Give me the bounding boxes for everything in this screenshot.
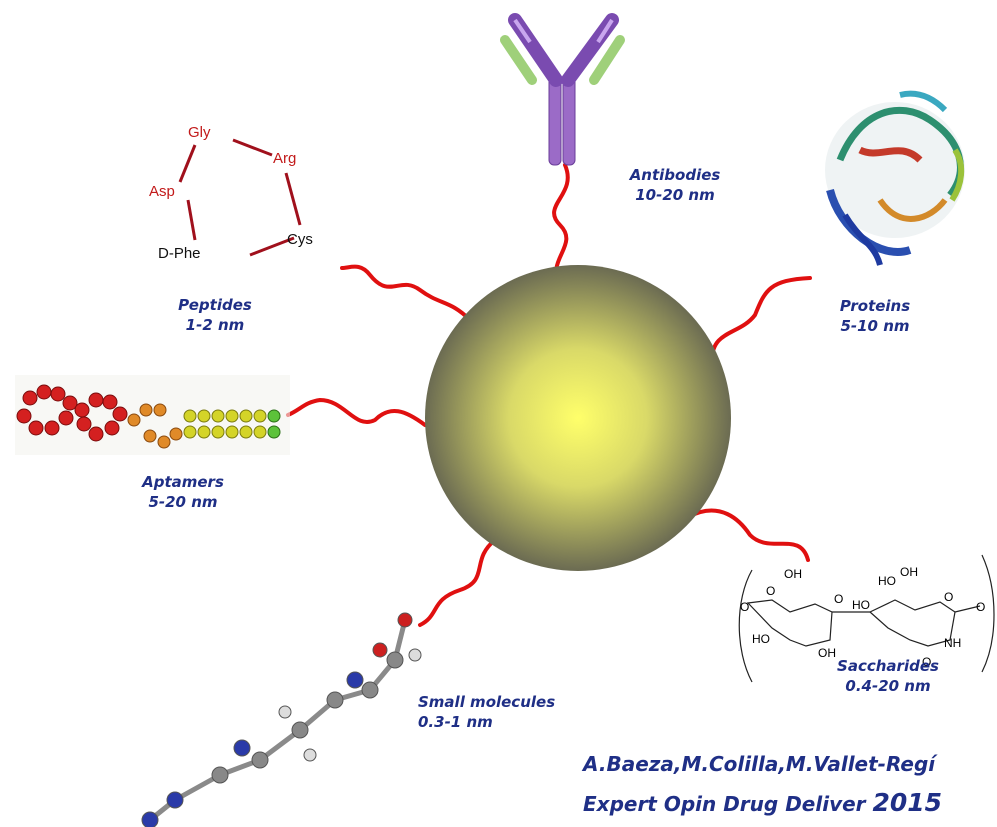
- linker-aptamers: [286, 397, 427, 427]
- antibody-icon: [500, 13, 625, 166]
- ligand-name: Small molecules: [418, 693, 556, 711]
- label-proteins: Proteins 5-10 nm: [820, 296, 930, 336]
- linker-saccharides: [686, 508, 810, 562]
- residue-arg: Arg: [273, 150, 297, 167]
- ligand-size: 0.4-20 nm: [845, 677, 931, 695]
- ligand-size: 10-20 nm: [635, 186, 715, 204]
- atom-label: NH: [944, 636, 962, 650]
- ligand-name: Saccharides: [837, 657, 939, 675]
- nanoparticle: [425, 265, 731, 571]
- small-molecule-icon: [141, 612, 422, 827]
- ligand-size: 5-20 nm: [148, 493, 218, 511]
- atom-label: HO: [878, 574, 896, 588]
- citation-authors: A.Baeza,M.Colilla,M.Vallet-Regí: [583, 752, 936, 776]
- residue-d-phe: D-Phe: [158, 245, 201, 262]
- label-antibodies: Antibodies 10-20 nm: [610, 165, 740, 205]
- linker-peptides: [340, 264, 472, 322]
- label-peptides: Peptides 1-2 nm: [160, 295, 270, 335]
- aptamer-icon: [15, 375, 290, 455]
- atom-label: HO: [752, 632, 770, 646]
- atom-label: O: [976, 600, 986, 614]
- atom-label: O: [834, 592, 844, 606]
- peptide-ring: [178, 138, 302, 257]
- ligand-name: Aptamers: [142, 473, 224, 491]
- citation-year: 2015: [872, 788, 943, 817]
- residue-asp: Asp: [149, 183, 175, 200]
- label-aptamers: Aptamers 5-20 nm: [128, 472, 238, 512]
- ligand-size: 1-2 nm: [185, 316, 245, 334]
- atom-label: O: [922, 655, 932, 669]
- linker-antibodies: [552, 163, 570, 287]
- linker-proteins: [710, 276, 812, 362]
- ligand-name: Proteins: [839, 297, 911, 315]
- journal-name: Expert Opin Drug Deliver: [583, 792, 866, 816]
- atom-label: O: [740, 600, 750, 614]
- residue-cys: Cys: [287, 231, 313, 248]
- ligand-name: Antibodies: [629, 166, 721, 184]
- atom-label: O: [944, 590, 954, 604]
- label-small-molecules: Small molecules 0.3-1 nm: [418, 692, 578, 732]
- label-saccharides: Saccharides 0.4-20 nm: [828, 656, 948, 696]
- saccharide-structure: [738, 554, 995, 683]
- atom-label: HO: [852, 598, 870, 612]
- ligand-size: 5-10 nm: [840, 317, 910, 335]
- linker-small-molecules: [418, 538, 497, 627]
- atom-label: OH: [900, 565, 918, 579]
- atom-label: OH: [818, 646, 836, 660]
- citation-journal: Expert Opin Drug Deliver 2015: [583, 788, 942, 817]
- residue-gly: Gly: [188, 124, 211, 141]
- linker-group: [286, 163, 812, 627]
- ligand-size: 0.3-1 nm: [418, 713, 493, 731]
- ligand-name: Peptides: [178, 296, 252, 314]
- atom-label: O: [766, 584, 776, 598]
- atom-label: OH: [784, 567, 802, 581]
- protein-icon: [825, 90, 965, 266]
